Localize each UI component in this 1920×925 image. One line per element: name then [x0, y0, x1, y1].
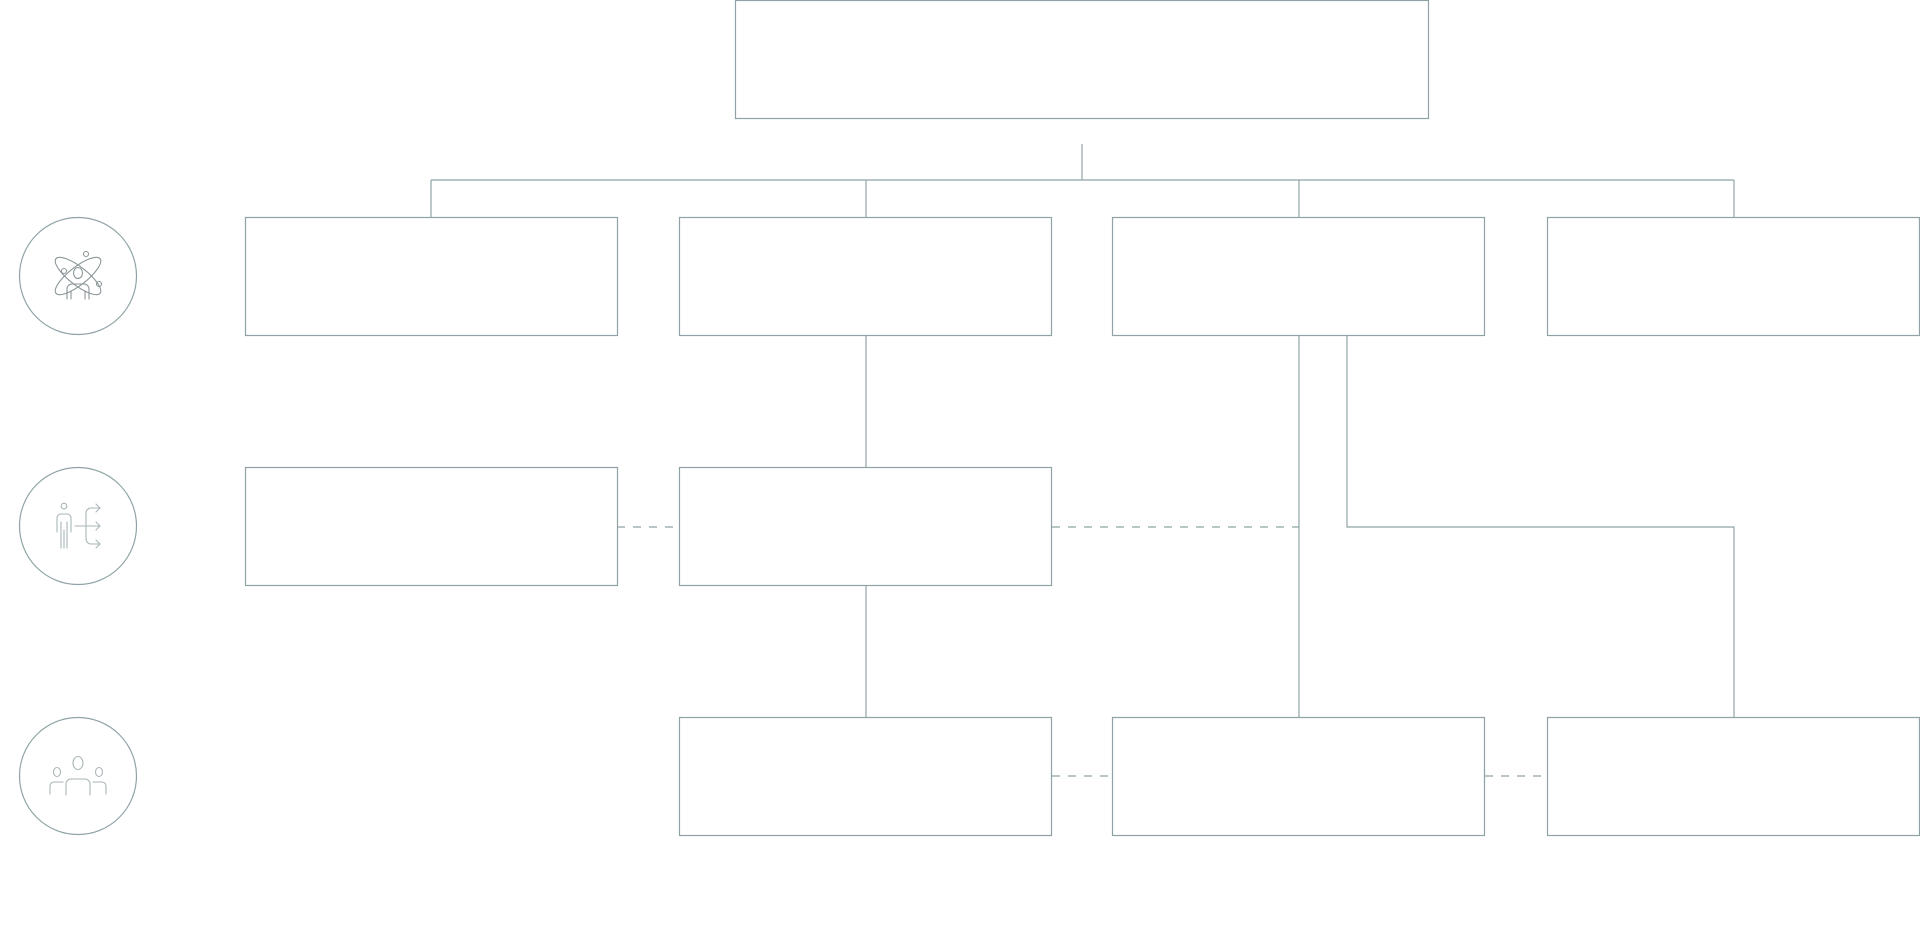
node-l3-b[interactable] — [678, 716, 1053, 837]
tier-2-badge — [18, 466, 138, 586]
person-branching-arrows-icon — [56, 502, 101, 549]
group-of-people-icon — [49, 755, 107, 796]
node-l1-a[interactable] — [244, 216, 619, 337]
node-l1-b[interactable] — [678, 216, 1053, 337]
tier-3-circle — [18, 716, 138, 836]
tier-1-circle — [18, 216, 138, 336]
node-root[interactable] — [734, 0, 1430, 120]
node-l2-a[interactable] — [244, 466, 619, 587]
tier-1-badge — [18, 216, 138, 336]
node-l3-d[interactable] — [1546, 716, 1920, 837]
node-l2-b[interactable] — [678, 466, 1053, 587]
dashed-connectors — [617, 526, 1547, 777]
link-l1-c-l3-d — [1346, 335, 1735, 717]
solid-connectors — [430, 144, 1735, 717]
nodes — [244, 0, 1920, 837]
node-l1-c[interactable] — [1111, 216, 1486, 337]
node-l1-d[interactable] — [1546, 216, 1920, 337]
node-l3-c[interactable] — [1111, 716, 1486, 837]
orbit-person-icon — [54, 250, 103, 300]
tier-3-badge — [18, 716, 138, 836]
